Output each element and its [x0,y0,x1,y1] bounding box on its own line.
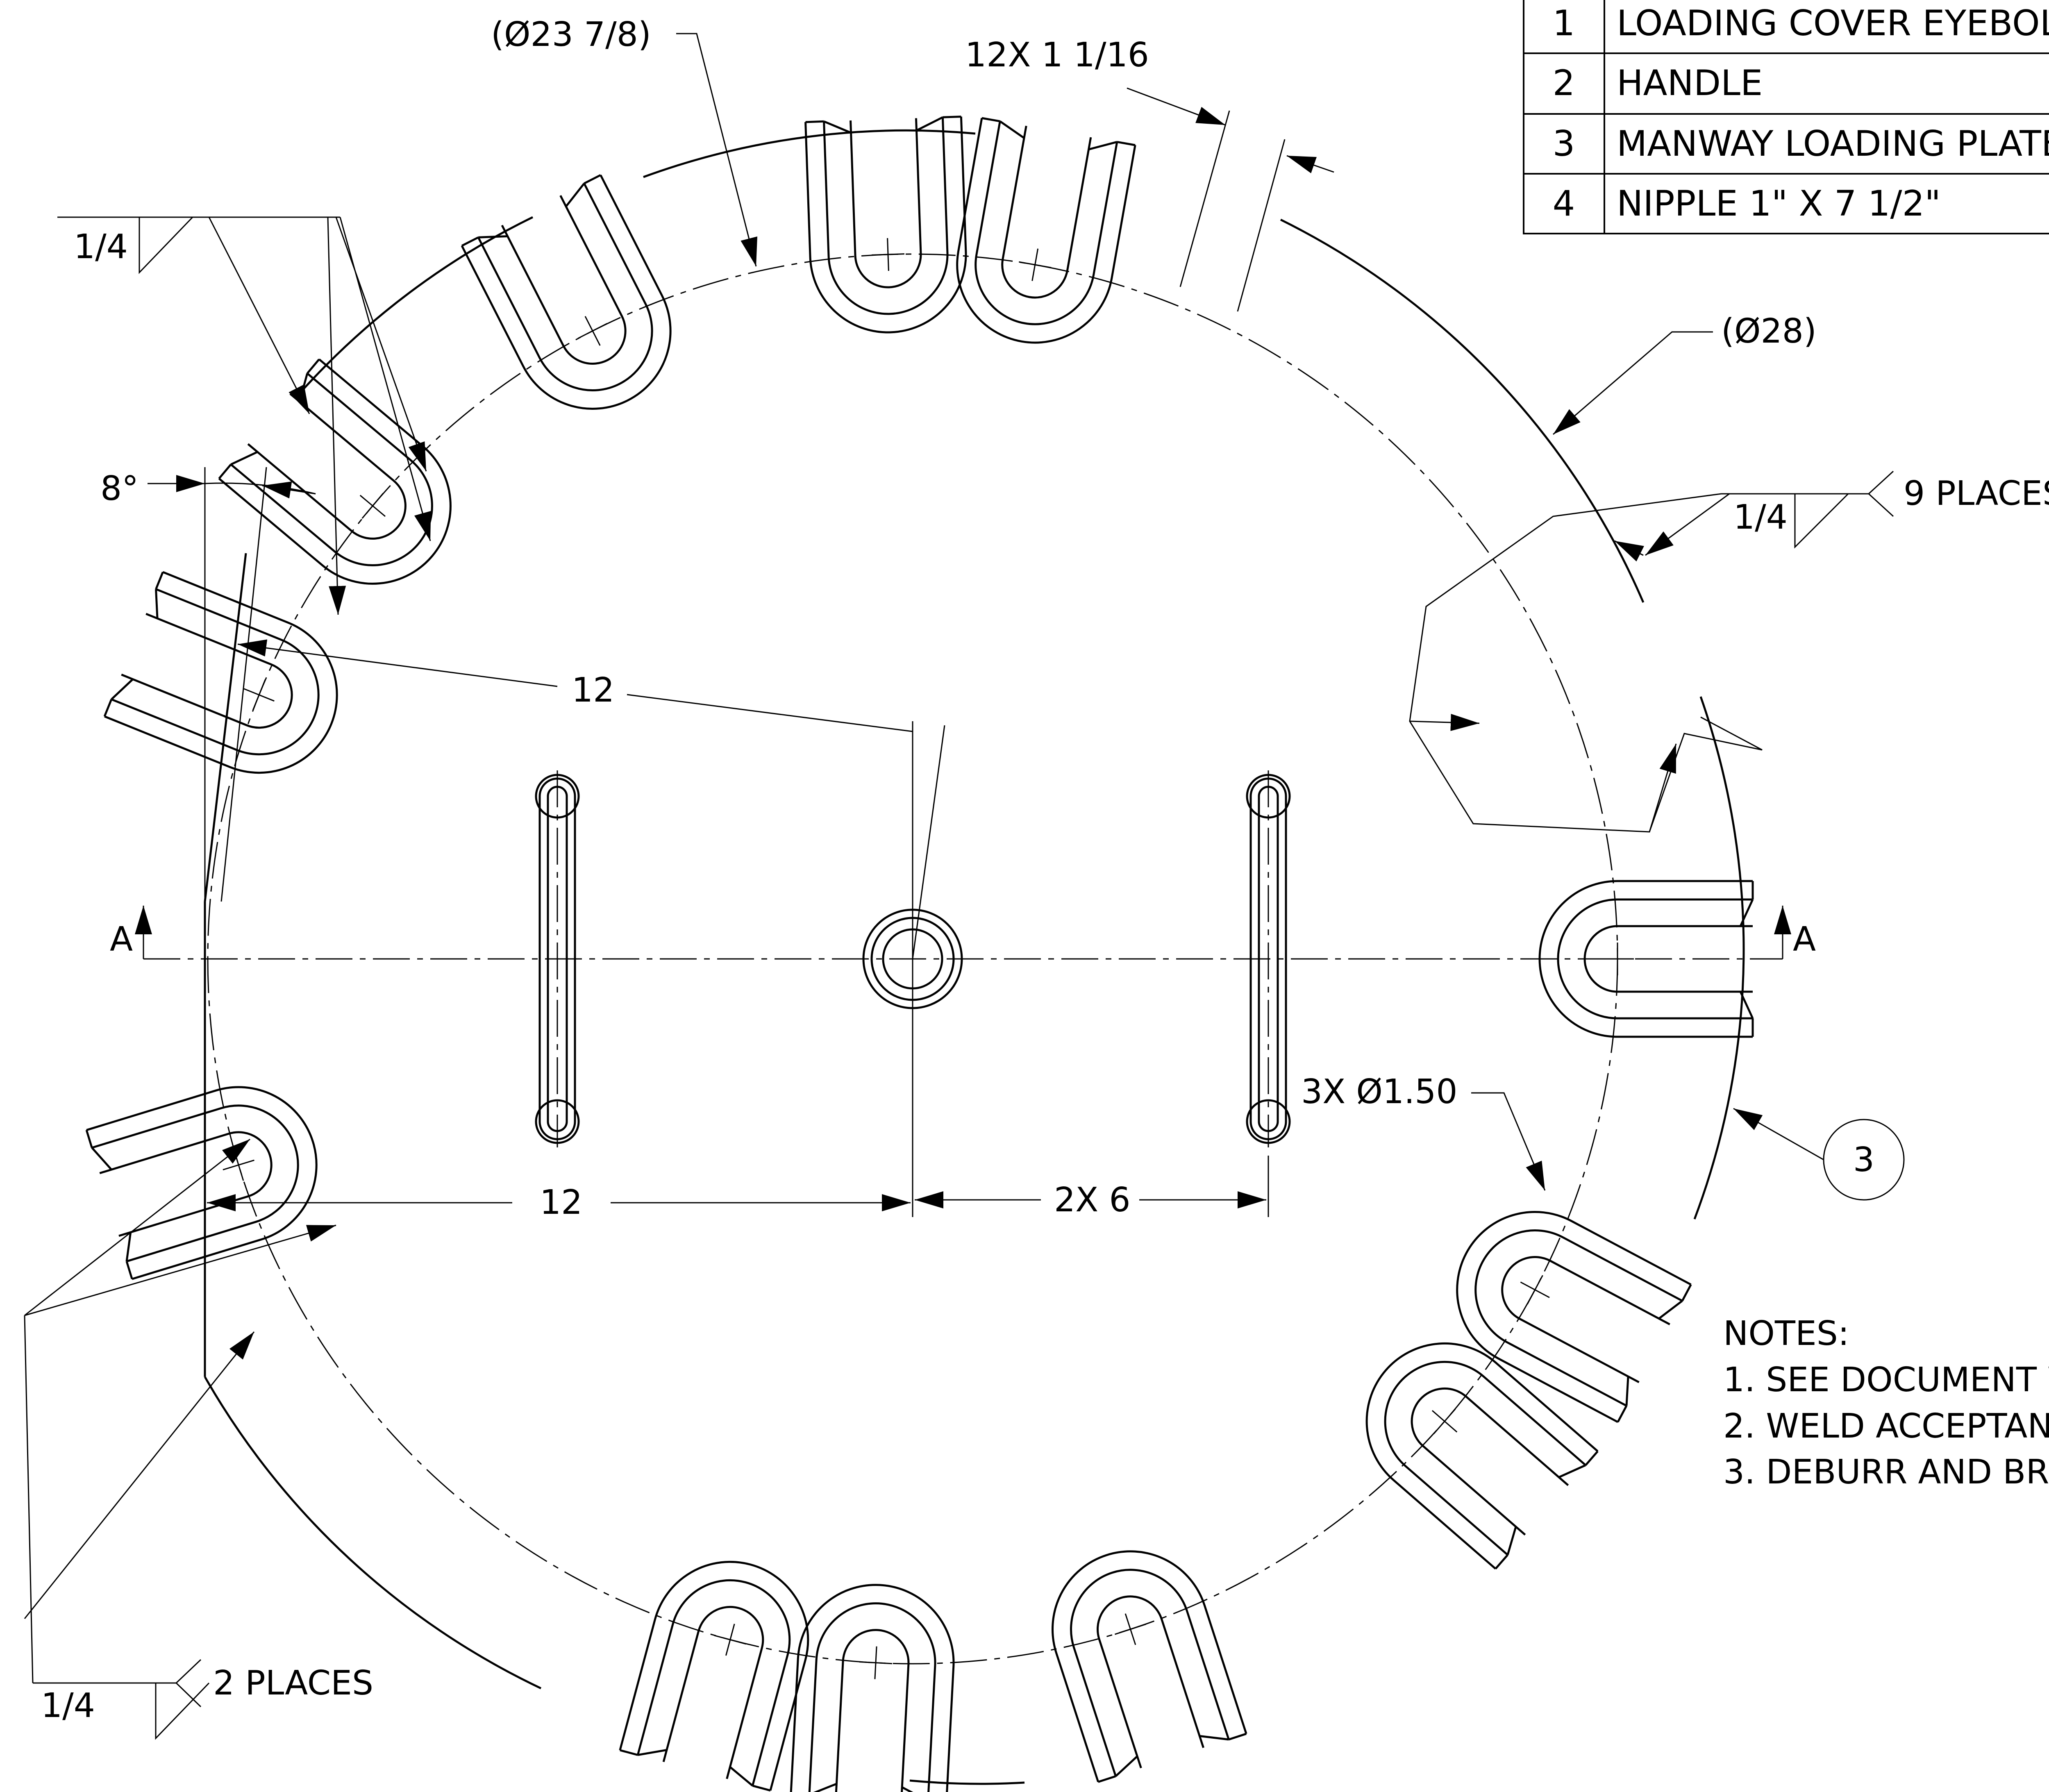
bom-desc-3: MANWAY LOADING PLATE 2 [1617,123,2049,164]
note-1: 1. SEE DOCUMENT W [1723,1360,2049,1399]
slot-2 [804,116,967,334]
dim-horiz-right-text: 2X 6 [1054,1181,1131,1220]
weld-size-right: 1/4 [1733,498,1788,537]
bom-item-4: 4 [1553,183,1575,224]
dim-angle: 8° [100,467,316,902]
weld-symbol-right: 1/4 9 PLACES [1409,470,2049,833]
slot-1 [461,174,672,410]
note-3: 3. DEBURR AND BREA [1723,1453,2049,1492]
slot-11 [790,1584,955,1792]
weld-places-right: 9 PLACES [1904,474,2049,513]
weld-places-bottom-left: 2 PLACES [213,1664,373,1703]
weld-size-bottom-left: 1/4 [41,1686,95,1725]
plate [143,129,1783,1785]
dim-radius: 12 [237,639,945,959]
bom-desc-1: LOADING COVER EYEBOLT [1617,3,2049,44]
slot-4 [218,358,452,585]
slot-7 [1456,1211,1692,1423]
slot-3 [956,117,1136,344]
handle-right [1246,770,1291,1147]
dim-angle-text: 8° [100,469,139,508]
dim-holes: 3X Ø1.50 [1301,1072,1546,1191]
section-label-left: A [110,920,133,959]
section-marker-right: A [1774,906,1816,959]
dim-bolt-circle-text: (Ø23 7/8) [491,15,651,54]
weld-symbol-top-left: 1/4 [57,216,431,615]
center-nipple [862,729,963,1213]
slot-5 [103,571,338,774]
weld-size-top-left: 1/4 [74,227,128,266]
weld-symbol-bottom-left: 1/4 2 PLACES [24,1138,373,1740]
dim-horiz-left: 12 [204,1147,913,1222]
slot-8 [1365,1342,1599,1570]
dim-horiz-right: 2X 6 [915,1156,1269,1220]
slot-6 [1538,880,1754,1038]
bom-item-3: 3 [1553,123,1575,164]
handle-left [535,770,580,1147]
slot-10 [619,1560,809,1792]
slots [85,116,1754,1792]
dim-bolt-circle: (Ø23 7/8) [491,15,758,267]
dim-outer-diameter-text: (Ø28) [1721,312,1817,351]
dim-outer-diameter: (Ø28) [1553,312,1817,435]
item-balloon-3: 3 [1733,1108,1905,1201]
dim-slot-width: 12X 1 1/16 [965,36,1334,312]
section-marker-left: A [110,906,152,959]
bom-desc-4: NIPPLE 1" X 7 1/2" [1617,183,1941,224]
dim-radius-text: 12 [572,671,614,710]
note-2: 2. WELD ACCEPTANC [1723,1407,2049,1446]
notes-title: NOTES: [1723,1314,1849,1353]
bom-item-1: 1 [1553,3,1575,44]
bom-item-2: 2 [1553,63,1575,104]
plate-outer-edge [643,129,976,178]
notes: NOTES: 1. SEE DOCUMENT W 2. WELD ACCEPTA… [1723,1314,2049,1492]
dim-horiz-left-text: 12 [540,1183,582,1222]
dim-holes-text: 3X Ø1.50 [1301,1072,1458,1111]
bom-table: 1 LOADING COVER EYEBOLT 2 HANDLE 3 MANWA… [1523,0,2049,234]
slot-12 [1052,1550,1247,1783]
slot-9 [85,1086,318,1280]
item-balloon-text: 3 [1853,1140,1874,1179]
section-label-right: A [1793,920,1816,959]
bom-desc-2: HANDLE [1617,63,1763,104]
dim-slot-width-text: 12X 1 1/16 [965,36,1149,75]
